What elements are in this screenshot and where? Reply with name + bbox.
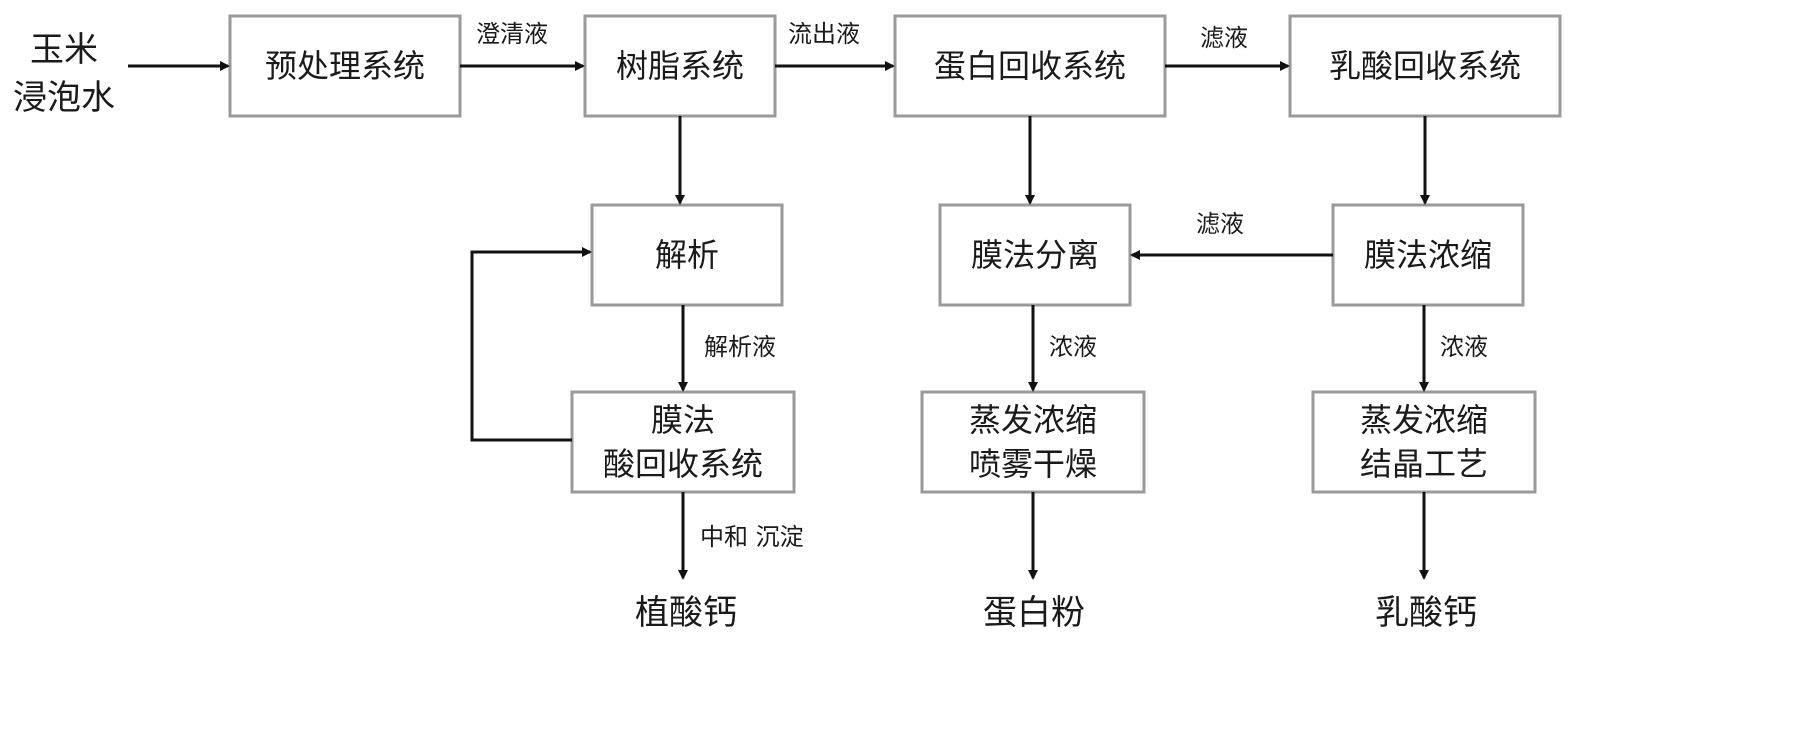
edge-membrane-acid-loop-to-desorption xyxy=(470,247,592,442)
node-pretreatment-system: 预处理系统 xyxy=(228,14,462,118)
node-membrane-acid-line1: 膜法 xyxy=(651,401,715,439)
node-evap-spray-line2: 喷雾干燥 xyxy=(969,445,1097,483)
node-membrane-separation: 膜法分离 xyxy=(938,203,1132,307)
node-lactic-recovery-label: 乳酸回收系统 xyxy=(1329,47,1521,85)
label-desorption-liquid: 解析液 xyxy=(704,333,776,361)
node-evap-crystal-line2: 结晶工艺 xyxy=(1360,445,1488,483)
node-membrane-acid-line2: 酸回收系统 xyxy=(603,445,763,483)
node-evap-crystal-line1: 蒸发浓缩 xyxy=(1360,401,1488,439)
node-resin-system: 树脂系统 xyxy=(583,14,777,118)
node-desorption: 解析 xyxy=(590,203,784,307)
node-protein-recovery-system: 蛋白回收系统 xyxy=(893,14,1167,118)
output-calcium-lactate: 乳酸钙 xyxy=(1375,593,1477,633)
label-neutralize-precipitate: 中和 沉淀 xyxy=(700,523,804,551)
node-evaporation-spray-drying: 蒸发浓缩 喷雾干燥 xyxy=(920,390,1146,494)
label-clarified-liquid: 澄清液 xyxy=(476,20,548,48)
label-concentrate-right: 浓液 xyxy=(1440,333,1488,361)
node-resin-label: 树脂系统 xyxy=(616,47,744,85)
label-concentrate-mid: 浓液 xyxy=(1049,333,1097,361)
input-label: 玉米 浸泡水 xyxy=(13,30,115,118)
node-membrane-concentration: 膜法浓缩 xyxy=(1331,203,1525,307)
node-lactic-recovery-system: 乳酸回收系统 xyxy=(1288,14,1562,118)
label-effluent: 流出液 xyxy=(788,20,860,48)
node-evap-spray-line1: 蒸发浓缩 xyxy=(969,401,1097,439)
output-protein-powder: 蛋白粉 xyxy=(983,593,1085,633)
node-pretreatment-label: 预处理系统 xyxy=(265,47,425,85)
output-calcium-phytate-label: 植酸钙 xyxy=(635,593,737,633)
node-protein-recovery-label: 蛋白回收系统 xyxy=(934,47,1126,85)
node-evaporation-crystallization: 蒸发浓缩 结晶工艺 xyxy=(1311,390,1537,494)
node-membrane-separation-label: 膜法分离 xyxy=(971,236,1099,274)
node-membrane-acid-recovery: 膜法 酸回收系统 xyxy=(570,390,796,494)
input-label-line1: 玉米 xyxy=(30,30,98,70)
output-protein-powder-label: 蛋白粉 xyxy=(983,593,1085,633)
label-filtrate-top: 滤液 xyxy=(1200,24,1248,52)
node-membrane-concentration-label: 膜法浓缩 xyxy=(1364,236,1492,274)
output-calcium-lactate-label: 乳酸钙 xyxy=(1375,593,1477,633)
output-calcium-phytate: 植酸钙 xyxy=(635,593,737,633)
label-filtrate-mid: 滤液 xyxy=(1196,210,1244,238)
input-label-line2: 浸泡水 xyxy=(13,78,115,118)
node-desorption-label: 解析 xyxy=(655,236,719,274)
